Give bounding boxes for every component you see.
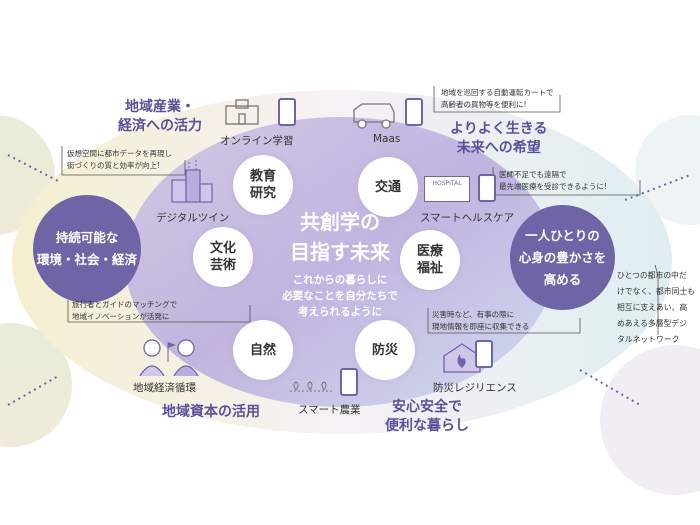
node-education-research: 教育 研究 bbox=[233, 155, 293, 215]
label-smart-healthcare: スマートヘルスケア bbox=[420, 212, 515, 224]
heading-regional-industry: 地域産業・ 経済への活力 bbox=[118, 99, 202, 134]
phone-icon-maas bbox=[405, 98, 423, 126]
note-digital-twin: 仮想空間に都市データを再現し 街づくりの質と効率が向上! bbox=[67, 149, 172, 170]
note-regional-economy: 旅行者とガイドのマッチングで 地域イノベーションが活発に bbox=[72, 300, 177, 321]
connector-left-bottom bbox=[7, 374, 61, 406]
title-line2: 目指す未来 bbox=[290, 240, 390, 264]
node-disaster: 防災 bbox=[355, 320, 415, 380]
sprout-icon bbox=[290, 381, 332, 392]
school-building-icon bbox=[225, 99, 259, 125]
node-nature: 自然 bbox=[233, 320, 293, 380]
heading-safety: 安心安全で 便利な暮らし bbox=[385, 399, 469, 434]
note-healthcare: 医師不足でも遠隔で 最先端医療を受診できるように! bbox=[499, 170, 607, 191]
cart-vehicle-icon bbox=[353, 103, 395, 129]
wellbeing-circle: 一人ひとりの 心身の豊かさを 高める bbox=[510, 205, 615, 310]
phone-icon-online bbox=[278, 98, 296, 126]
heading-regional-capital: 地域資本の活用 bbox=[162, 404, 260, 420]
note-bracket-disaster bbox=[427, 308, 581, 334]
center-subtitle: これからの暮らしに 必要なことを自分たちで 考えられるように bbox=[282, 274, 398, 318]
note-bracket-economy bbox=[67, 300, 251, 323]
corner-circle-top-right bbox=[635, 115, 700, 225]
label-online-learning: オンライン学習 bbox=[220, 135, 294, 147]
label-maas: Maas bbox=[373, 133, 401, 145]
node-culture-arts: 文化 芸術 bbox=[193, 227, 253, 287]
note-disaster: 災害時など、有事の際に 現地情報を即座に収集できる bbox=[432, 310, 530, 331]
center-title: 共創学の 目指す未来 bbox=[270, 208, 410, 268]
connector-left-top bbox=[7, 154, 61, 183]
corner-circle-bottom-right bbox=[600, 345, 700, 495]
digital-city-icon bbox=[171, 160, 213, 203]
title-line1: 共創学の bbox=[300, 210, 380, 234]
note-maas: 地域を巡回する自動運転カートで 高齢者の買物等を便利に! bbox=[441, 88, 554, 109]
note-bracket-maas bbox=[433, 86, 561, 113]
label-regional-economy: 地域経済循環 bbox=[133, 382, 196, 394]
label-disaster-resilience: 防災レジリエンス bbox=[433, 382, 517, 394]
guide-travelers-icon bbox=[139, 339, 199, 376]
hospital-icon: HOSPITAL bbox=[424, 176, 470, 202]
label-digital-twin: デジタルツイン bbox=[156, 212, 230, 224]
phone-icon-agriculture bbox=[340, 368, 358, 396]
node-medical-welfare: 医療 福祉 bbox=[400, 230, 460, 290]
note-network: ひとつの都市の中だ けでなく、都市同士も 相互に支えあい、高 めあえる多層型デジ… bbox=[617, 271, 695, 344]
node-transport: 交通 bbox=[358, 157, 418, 217]
heading-better-living: よりよく生きる 未来への希望 bbox=[450, 121, 548, 156]
note-bracket-twin bbox=[61, 146, 186, 176]
note-bracket-network bbox=[654, 264, 659, 335]
corner-circle-bottom-left bbox=[0, 323, 72, 447]
hospital-label: HOSPITAL bbox=[432, 180, 462, 187]
label-smart-agriculture: スマート農業 bbox=[298, 404, 361, 416]
phone-icon-healthcare bbox=[478, 174, 496, 202]
phone-icon-disaster bbox=[475, 340, 493, 368]
sustainable-circle: 持続可能な 環境・社会・経済 bbox=[33, 195, 141, 303]
